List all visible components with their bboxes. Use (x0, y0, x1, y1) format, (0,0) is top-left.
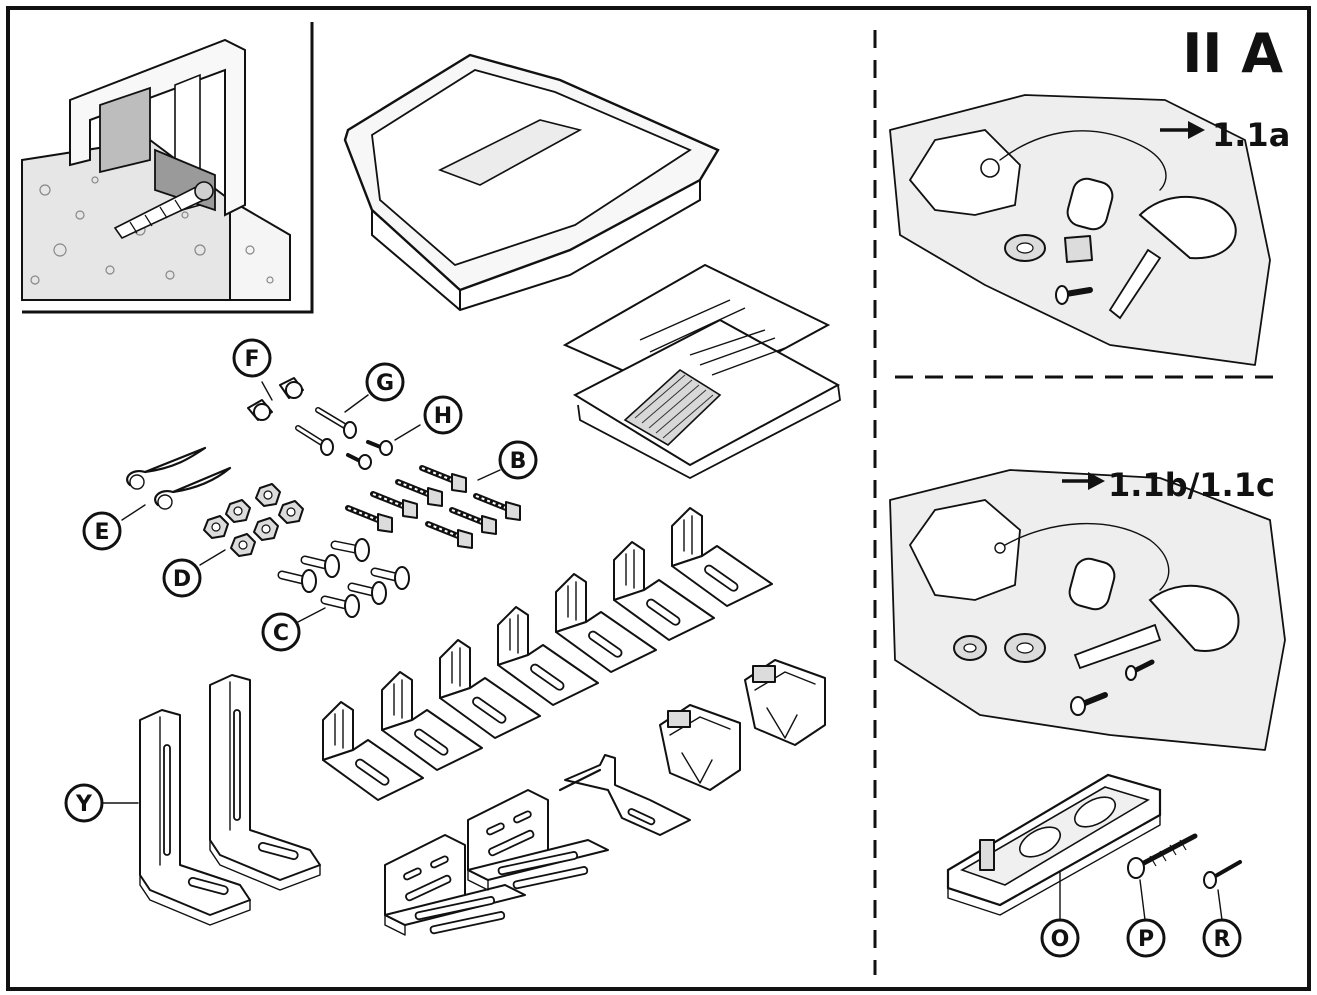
label-D-text: D (173, 567, 191, 592)
plastic-tray (343, 53, 720, 312)
part-F-clips (247, 377, 304, 421)
part-E-hairpin-clips (121, 446, 232, 521)
label-R: R (1202, 918, 1242, 958)
label-Y-text: Y (75, 792, 93, 817)
label-E-text: E (94, 520, 109, 545)
part-O-base-plate (946, 773, 1162, 923)
callout-1-1a-text: 1.1a (1212, 116, 1290, 154)
label-B-text: B (510, 449, 527, 474)
label-G: G (365, 362, 405, 402)
instruction-manuals (562, 263, 841, 480)
clip-holders (659, 659, 826, 791)
label-E: E (82, 511, 122, 551)
part-P-screw (1127, 833, 1198, 921)
part-D-nuts (199, 483, 304, 566)
perforated-brackets (384, 789, 609, 936)
label-G-text: G (376, 371, 394, 396)
callout-1-1b-1-1c-text: 1.1b/1.1c (1108, 466, 1275, 504)
angle-brackets-row (322, 507, 773, 801)
label-H: H (423, 395, 463, 435)
part-H-screws (346, 424, 421, 470)
outer-frame (6, 6, 1311, 991)
part-C-bolts (277, 538, 410, 623)
label-C-text: C (273, 621, 289, 646)
label-O-text: O (1051, 927, 1070, 952)
label-F-text: F (244, 347, 259, 372)
bent-clip (558, 754, 691, 836)
label-D: D (162, 558, 202, 598)
part-Y-L-brackets (101, 674, 321, 926)
inset-detail (21, 22, 314, 314)
label-H-text: H (434, 404, 452, 429)
parts-bag-bottom (889, 469, 1286, 751)
part-G-pins (295, 394, 369, 456)
label-R-text: R (1214, 927, 1231, 952)
part-R-screw (1203, 860, 1242, 921)
parts-bag-top (889, 94, 1271, 366)
label-F: F (232, 338, 272, 378)
label-C: C (261, 612, 301, 652)
callout-1-1b-1-1c: 1.1b/1.1c (1062, 466, 1275, 504)
section-title: II A (1182, 22, 1283, 85)
label-B: B (498, 440, 538, 480)
callout-1-1a: 1.1a (1160, 116, 1290, 154)
label-P-text: P (1138, 927, 1154, 952)
part-B-screws (345, 465, 521, 549)
label-O: O (1040, 918, 1080, 958)
label-Y: Y (64, 783, 104, 823)
label-P: P (1126, 918, 1166, 958)
